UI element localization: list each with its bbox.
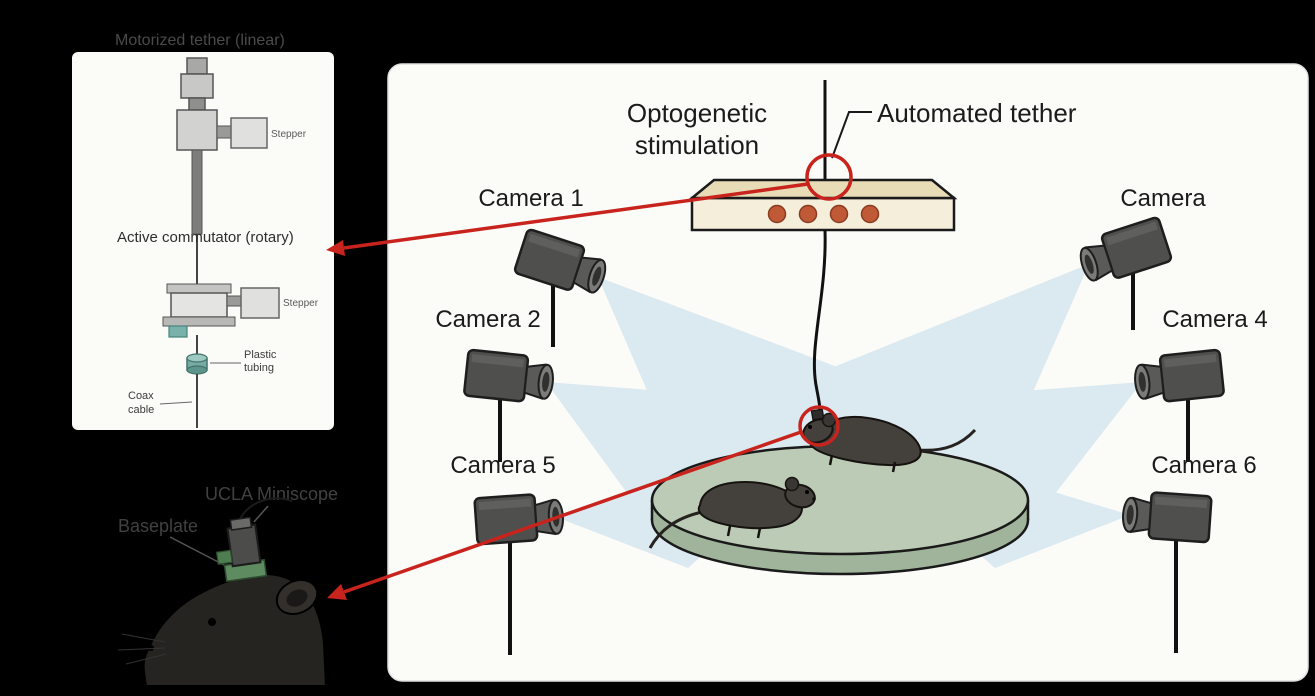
led-dot-2 bbox=[798, 204, 818, 224]
led-dot-1 bbox=[767, 204, 787, 224]
camera-2-lens-glass bbox=[542, 371, 550, 392]
mouse-head-nose bbox=[148, 645, 154, 651]
tubing-label-line2: tubing bbox=[244, 362, 274, 374]
camera-2-body-highlight bbox=[471, 353, 524, 368]
commutator-top-plate bbox=[166, 283, 232, 294]
camera-1-body-highlight bbox=[528, 233, 581, 258]
camera-5-label: Camera 5 bbox=[450, 452, 555, 479]
mouse-tethered-tail bbox=[917, 428, 977, 452]
mouse-free-tail bbox=[648, 510, 703, 549]
cable-leader-line bbox=[159, 401, 193, 405]
mouse-head-drawing bbox=[117, 497, 328, 687]
commutator-assembly bbox=[162, 283, 280, 356]
mouse-tethered-hindleg bbox=[891, 461, 897, 473]
camera-2-label: Camera 2 bbox=[435, 306, 540, 333]
camera-6-label: Camera 6 bbox=[1151, 452, 1256, 479]
led-dot-4 bbox=[860, 204, 880, 224]
annotation-arrow-miniscope bbox=[327, 584, 347, 600]
miniscope-label: UCLA Miniscope bbox=[205, 484, 338, 504]
miniscope-device bbox=[215, 497, 293, 583]
actuator-segment-3 bbox=[188, 97, 206, 111]
tubing-cylinder bbox=[159, 353, 241, 428]
annotation-line-miniscope bbox=[343, 430, 802, 594]
mouse-tethered-eye bbox=[808, 425, 812, 429]
mouse-free-body bbox=[697, 480, 803, 530]
annotation-line-tether bbox=[343, 182, 809, 250]
camera-1 bbox=[513, 228, 607, 347]
mouse-whiskers bbox=[117, 633, 167, 665]
mouse-free-eye bbox=[805, 490, 809, 494]
actuator-segment-1 bbox=[186, 57, 208, 75]
camera-4 bbox=[1134, 348, 1225, 462]
camera-3-label: Camera bbox=[1120, 185, 1206, 212]
actuator-carriage bbox=[176, 109, 218, 151]
actuator-segment-2 bbox=[180, 73, 214, 99]
miniscope-pcb bbox=[215, 549, 233, 565]
mouse-free-hindleg bbox=[756, 527, 762, 539]
commutator-body bbox=[170, 292, 228, 318]
camera-5-body-highlight bbox=[478, 498, 532, 511]
stepper-side-coupler bbox=[226, 295, 242, 307]
miniscope-cap bbox=[229, 516, 253, 531]
stepper-top-coupler bbox=[216, 125, 232, 139]
camera-3 bbox=[1079, 216, 1173, 330]
actuator-rod bbox=[191, 149, 203, 235]
camera-1-lens-glass bbox=[592, 266, 602, 286]
commutator-label: Active commutator (rotary) bbox=[117, 229, 294, 246]
mouse-free-foreleg bbox=[726, 525, 732, 537]
camera-4-body-highlight bbox=[1164, 353, 1217, 368]
mouse-free bbox=[648, 476, 816, 549]
annotation-circle-tether bbox=[805, 153, 853, 201]
commutator-base-plate bbox=[162, 316, 236, 327]
camera-4-lens-glass bbox=[1138, 371, 1146, 392]
optogenetic-box bbox=[688, 178, 958, 232]
miniscope-leader-line bbox=[253, 505, 269, 523]
tubing-label-line1: Plastic bbox=[244, 349, 277, 361]
optogenetic-label-line1: Optogenetic bbox=[627, 98, 767, 128]
led-dot-3 bbox=[829, 204, 849, 224]
stepper-motor-top bbox=[230, 117, 268, 149]
opto-box-top bbox=[688, 178, 958, 200]
cable-label-line2: cable bbox=[128, 404, 154, 416]
camera-6-body-highlight bbox=[1154, 496, 1208, 509]
mouse-head-eye bbox=[208, 618, 216, 626]
camera-6 bbox=[1122, 491, 1213, 653]
camera-6-lens-glass bbox=[1126, 504, 1134, 525]
optogenetic-label-line2: stimulation bbox=[635, 130, 759, 160]
mouse-head-ear-inner bbox=[286, 589, 308, 607]
opto-box-front bbox=[690, 196, 956, 232]
tubing-bottom bbox=[186, 365, 208, 375]
stepper-motor-side bbox=[240, 287, 280, 319]
camera-3-body-highlight bbox=[1105, 221, 1158, 246]
head-implant bbox=[810, 408, 825, 421]
baseplate-leader-line bbox=[169, 536, 227, 567]
tether-label-leader-line bbox=[831, 111, 872, 159]
cable-label-line1: Coax bbox=[128, 390, 154, 402]
tubing-top bbox=[186, 353, 208, 363]
annotation-arrow-tether bbox=[326, 240, 345, 256]
mouse-tethered-foreleg bbox=[828, 454, 834, 466]
motorized-tether-title: Motorized tether (linear) bbox=[115, 32, 285, 49]
left-diagram-panel bbox=[72, 52, 334, 430]
camera-2 bbox=[463, 348, 554, 462]
commutator-pcb bbox=[168, 325, 188, 338]
mouse-free-ear bbox=[784, 476, 800, 492]
red-annotations bbox=[326, 153, 853, 600]
camera-3-lens-glass bbox=[1084, 254, 1094, 274]
miniscope-wire bbox=[239, 497, 293, 520]
mouse-free-nose bbox=[812, 497, 816, 501]
automated-tether-label: Automated tether bbox=[877, 98, 1077, 128]
camera-1-label: Camera 1 bbox=[478, 185, 583, 212]
annotation-circle-mouse-head bbox=[798, 405, 840, 447]
stepper-side-label: Stepper bbox=[283, 298, 319, 309]
stepper-top-label: Stepper bbox=[271, 129, 307, 140]
camera-4-label: Camera 4 bbox=[1162, 306, 1267, 333]
linear-actuator bbox=[176, 57, 268, 284]
baseplate-label: Baseplate bbox=[118, 516, 198, 536]
